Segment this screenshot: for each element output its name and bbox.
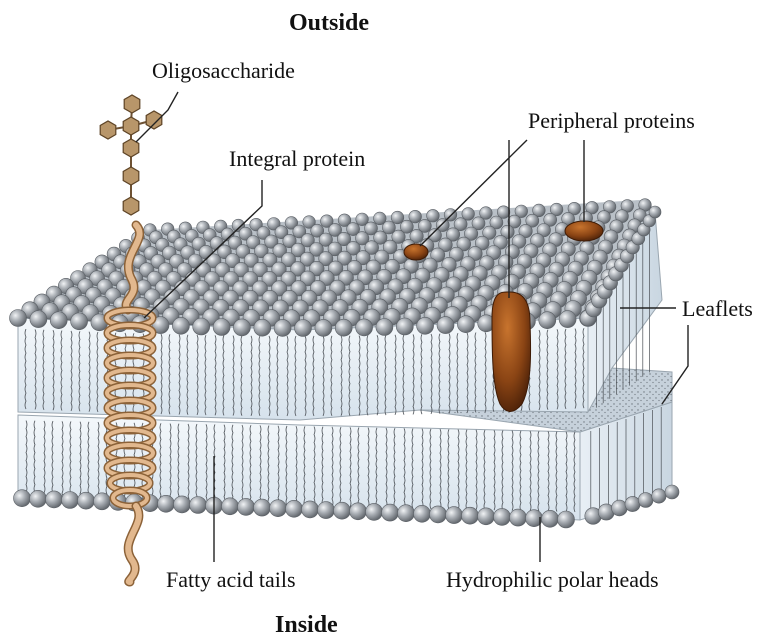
polar-head — [409, 210, 422, 223]
polar-head — [254, 319, 271, 336]
polar-head — [649, 206, 661, 218]
polar-head — [446, 507, 463, 524]
polar-head — [417, 317, 434, 334]
polar-head — [222, 498, 239, 515]
polar-head — [254, 499, 271, 516]
polar-head — [10, 310, 27, 327]
inside-label: Inside — [275, 612, 338, 638]
polar-head — [398, 505, 415, 522]
polar-head — [391, 211, 404, 224]
polar-head — [14, 490, 31, 507]
polar-head — [437, 317, 454, 334]
polar-head — [62, 492, 79, 509]
polar-head — [174, 496, 191, 513]
sugar-hexagon — [123, 117, 139, 135]
oligosaccharide-label: Oligosaccharide — [152, 58, 295, 84]
polar-head — [457, 316, 474, 333]
leaflets-label: Leaflets — [682, 296, 753, 322]
integral-protein-label: Integral protein — [229, 146, 365, 172]
polar-head — [274, 319, 291, 336]
polar-head — [366, 503, 383, 520]
polar-head — [193, 318, 210, 335]
polar-head — [270, 500, 287, 517]
polar-head — [462, 507, 479, 524]
polar-head — [638, 493, 653, 508]
glycosidic-bond — [108, 126, 131, 206]
polar-head — [539, 312, 556, 329]
polar-head — [334, 502, 351, 519]
polar-head — [430, 506, 447, 523]
oligosaccharide-chain — [100, 95, 162, 215]
polar-head — [94, 493, 111, 510]
peripheral-proteins-label: Peripheral proteins — [528, 108, 695, 134]
polar-head — [350, 503, 367, 520]
polar-head — [238, 498, 255, 515]
polar-head — [78, 492, 95, 509]
outside-label: Outside — [289, 10, 369, 36]
polar-head — [46, 491, 63, 508]
sugar-hexagon — [123, 167, 139, 185]
peripheral-protein-elongated — [492, 292, 531, 412]
polar-head — [213, 319, 230, 336]
sugar-hexagon — [124, 95, 140, 113]
polar-head — [559, 311, 576, 328]
polar-head — [30, 311, 47, 328]
polar-head — [295, 320, 312, 337]
hydrophilic-polar-heads-label: Hydrophilic polar heads — [446, 567, 659, 593]
polar-head — [427, 209, 440, 222]
polar-head — [318, 502, 335, 519]
polar-head — [494, 508, 511, 525]
sugar-hexagon — [100, 121, 116, 139]
polar-head — [50, 312, 67, 329]
polar-head — [172, 317, 189, 334]
polar-head — [315, 319, 332, 336]
peripheral-protein-right — [565, 221, 603, 241]
polar-head — [652, 489, 666, 503]
polar-head — [382, 504, 399, 521]
polar-head — [356, 319, 373, 336]
polar-head — [335, 319, 352, 336]
polar-head — [71, 313, 88, 330]
polar-head — [286, 500, 303, 517]
polar-head — [376, 319, 393, 336]
polar-head — [302, 501, 319, 518]
polar-head — [510, 509, 527, 526]
polar-head — [665, 485, 679, 499]
polar-head — [158, 495, 175, 512]
polar-head — [542, 510, 559, 527]
polar-head — [190, 497, 207, 514]
helix-tail — [128, 506, 139, 582]
polar-head — [396, 318, 413, 335]
fatty-acid-tails-label: Fatty acid tails — [166, 567, 296, 593]
sugar-hexagon — [146, 111, 162, 129]
polar-head — [233, 319, 250, 336]
polar-head — [414, 505, 431, 522]
polar-head — [478, 508, 495, 525]
sugar-hexagon — [123, 197, 139, 215]
polar-head — [30, 490, 47, 507]
peripheral-protein-small — [404, 244, 428, 260]
polar-head — [625, 496, 640, 511]
polar-head — [558, 511, 575, 528]
